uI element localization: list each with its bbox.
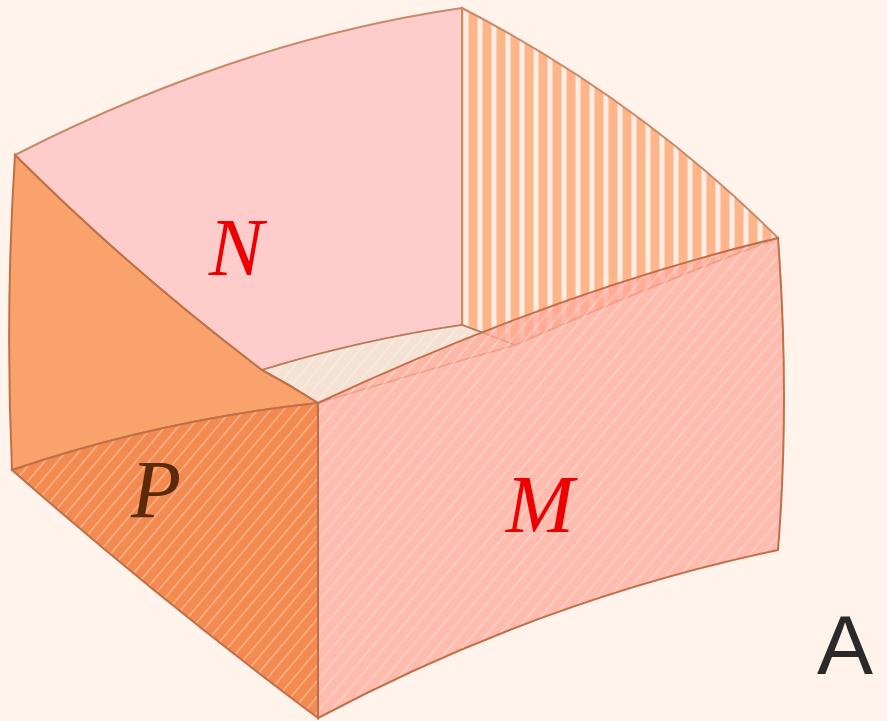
face-label: M — [506, 464, 574, 546]
face-label: P — [131, 449, 181, 531]
face-label: N — [209, 207, 264, 289]
corner-label: A — [817, 603, 873, 687]
